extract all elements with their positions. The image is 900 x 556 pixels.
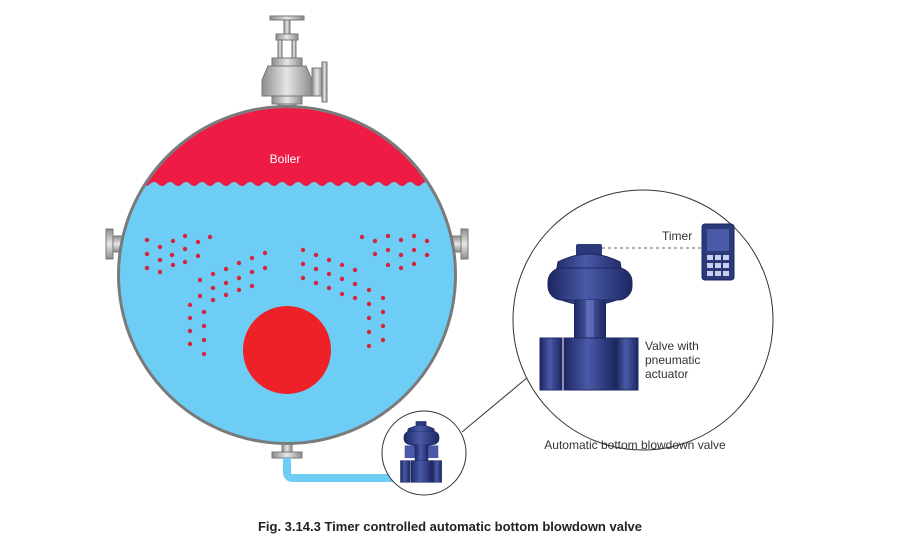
bubble [182, 259, 188, 265]
bubble [169, 252, 175, 258]
bubble [424, 238, 430, 244]
bubble [144, 237, 150, 243]
boiler-label: Boiler [269, 152, 301, 166]
bubble [207, 234, 213, 240]
bubble [385, 247, 391, 253]
bubble [197, 277, 203, 283]
pneumatic-valve-icon [539, 244, 639, 391]
bubble [210, 297, 216, 303]
bubble [313, 280, 319, 286]
bubble [366, 329, 372, 335]
bubble [182, 233, 188, 239]
bubble [366, 301, 372, 307]
timer-device-icon [701, 223, 735, 281]
bubble [187, 315, 193, 321]
bubble [236, 275, 242, 281]
bubble [372, 238, 378, 244]
bubble [300, 247, 306, 253]
bubble [223, 292, 229, 298]
bubble [300, 261, 306, 267]
bubble [326, 271, 332, 277]
bubble [313, 266, 319, 272]
bubble [201, 337, 207, 343]
bubble [411, 261, 417, 267]
bubble [170, 238, 176, 244]
bubble [326, 257, 332, 263]
bubble [398, 265, 404, 271]
pneumatic-valve-icon-small [400, 421, 442, 483]
bubble [262, 250, 268, 256]
bubble [144, 265, 150, 271]
bubble [197, 293, 203, 299]
small-valve-magnifier [381, 410, 467, 496]
bubble [372, 251, 378, 257]
bubble [380, 295, 386, 301]
bubble [249, 269, 255, 275]
bubble [249, 255, 255, 261]
boiler-shell [117, 105, 457, 445]
bubble [352, 267, 358, 273]
bubble [236, 287, 242, 293]
bubble [366, 315, 372, 321]
valve-label: Valve with pneumatic actuator [645, 339, 701, 381]
bubble [157, 269, 163, 275]
bubble [359, 234, 365, 240]
bubble [380, 323, 386, 329]
fire-tube [243, 306, 331, 394]
bubble [201, 351, 207, 357]
bubble [411, 233, 417, 239]
automatic-valve-label: Automatic bottom blowdown valve [544, 438, 726, 452]
bubble [313, 252, 319, 258]
bubble [187, 328, 193, 334]
bubble [339, 291, 345, 297]
bubble [380, 309, 386, 315]
bubble [249, 283, 255, 289]
steam-space [120, 108, 454, 186]
bubble [385, 262, 391, 268]
globe-valve-icon [261, 15, 328, 113]
bubble [326, 285, 332, 291]
bubble [352, 295, 358, 301]
large-magnifier [512, 189, 774, 451]
bubble [339, 262, 345, 268]
bubble [398, 252, 404, 258]
bubble [201, 323, 207, 329]
bubble [300, 275, 306, 281]
bubble [195, 239, 201, 245]
figure-caption: Fig. 3.14.3 Timer controlled automatic b… [257, 519, 643, 534]
bubble [236, 260, 242, 266]
steam-bubbles [144, 233, 430, 357]
bubble [366, 343, 372, 349]
bubble [170, 262, 176, 268]
bubble [411, 247, 417, 253]
bubble [210, 285, 216, 291]
bubble [223, 280, 229, 286]
bubble [366, 287, 372, 293]
magnifier-connector [461, 371, 535, 433]
timer-label: Timer [662, 229, 693, 243]
bubble [144, 251, 150, 257]
bubble [223, 266, 229, 272]
bubble [262, 265, 268, 271]
bubble [380, 337, 386, 343]
bubble [210, 271, 216, 277]
bubble [339, 276, 345, 282]
bubble [201, 309, 207, 315]
bubble [157, 244, 163, 250]
bubble [398, 237, 404, 243]
bubble [157, 257, 163, 263]
bubble [424, 252, 430, 258]
bubble [187, 341, 193, 347]
bubble [182, 246, 188, 252]
bubble [385, 233, 391, 239]
bubble [195, 253, 201, 259]
bubble [187, 302, 193, 308]
bubble [352, 281, 358, 287]
